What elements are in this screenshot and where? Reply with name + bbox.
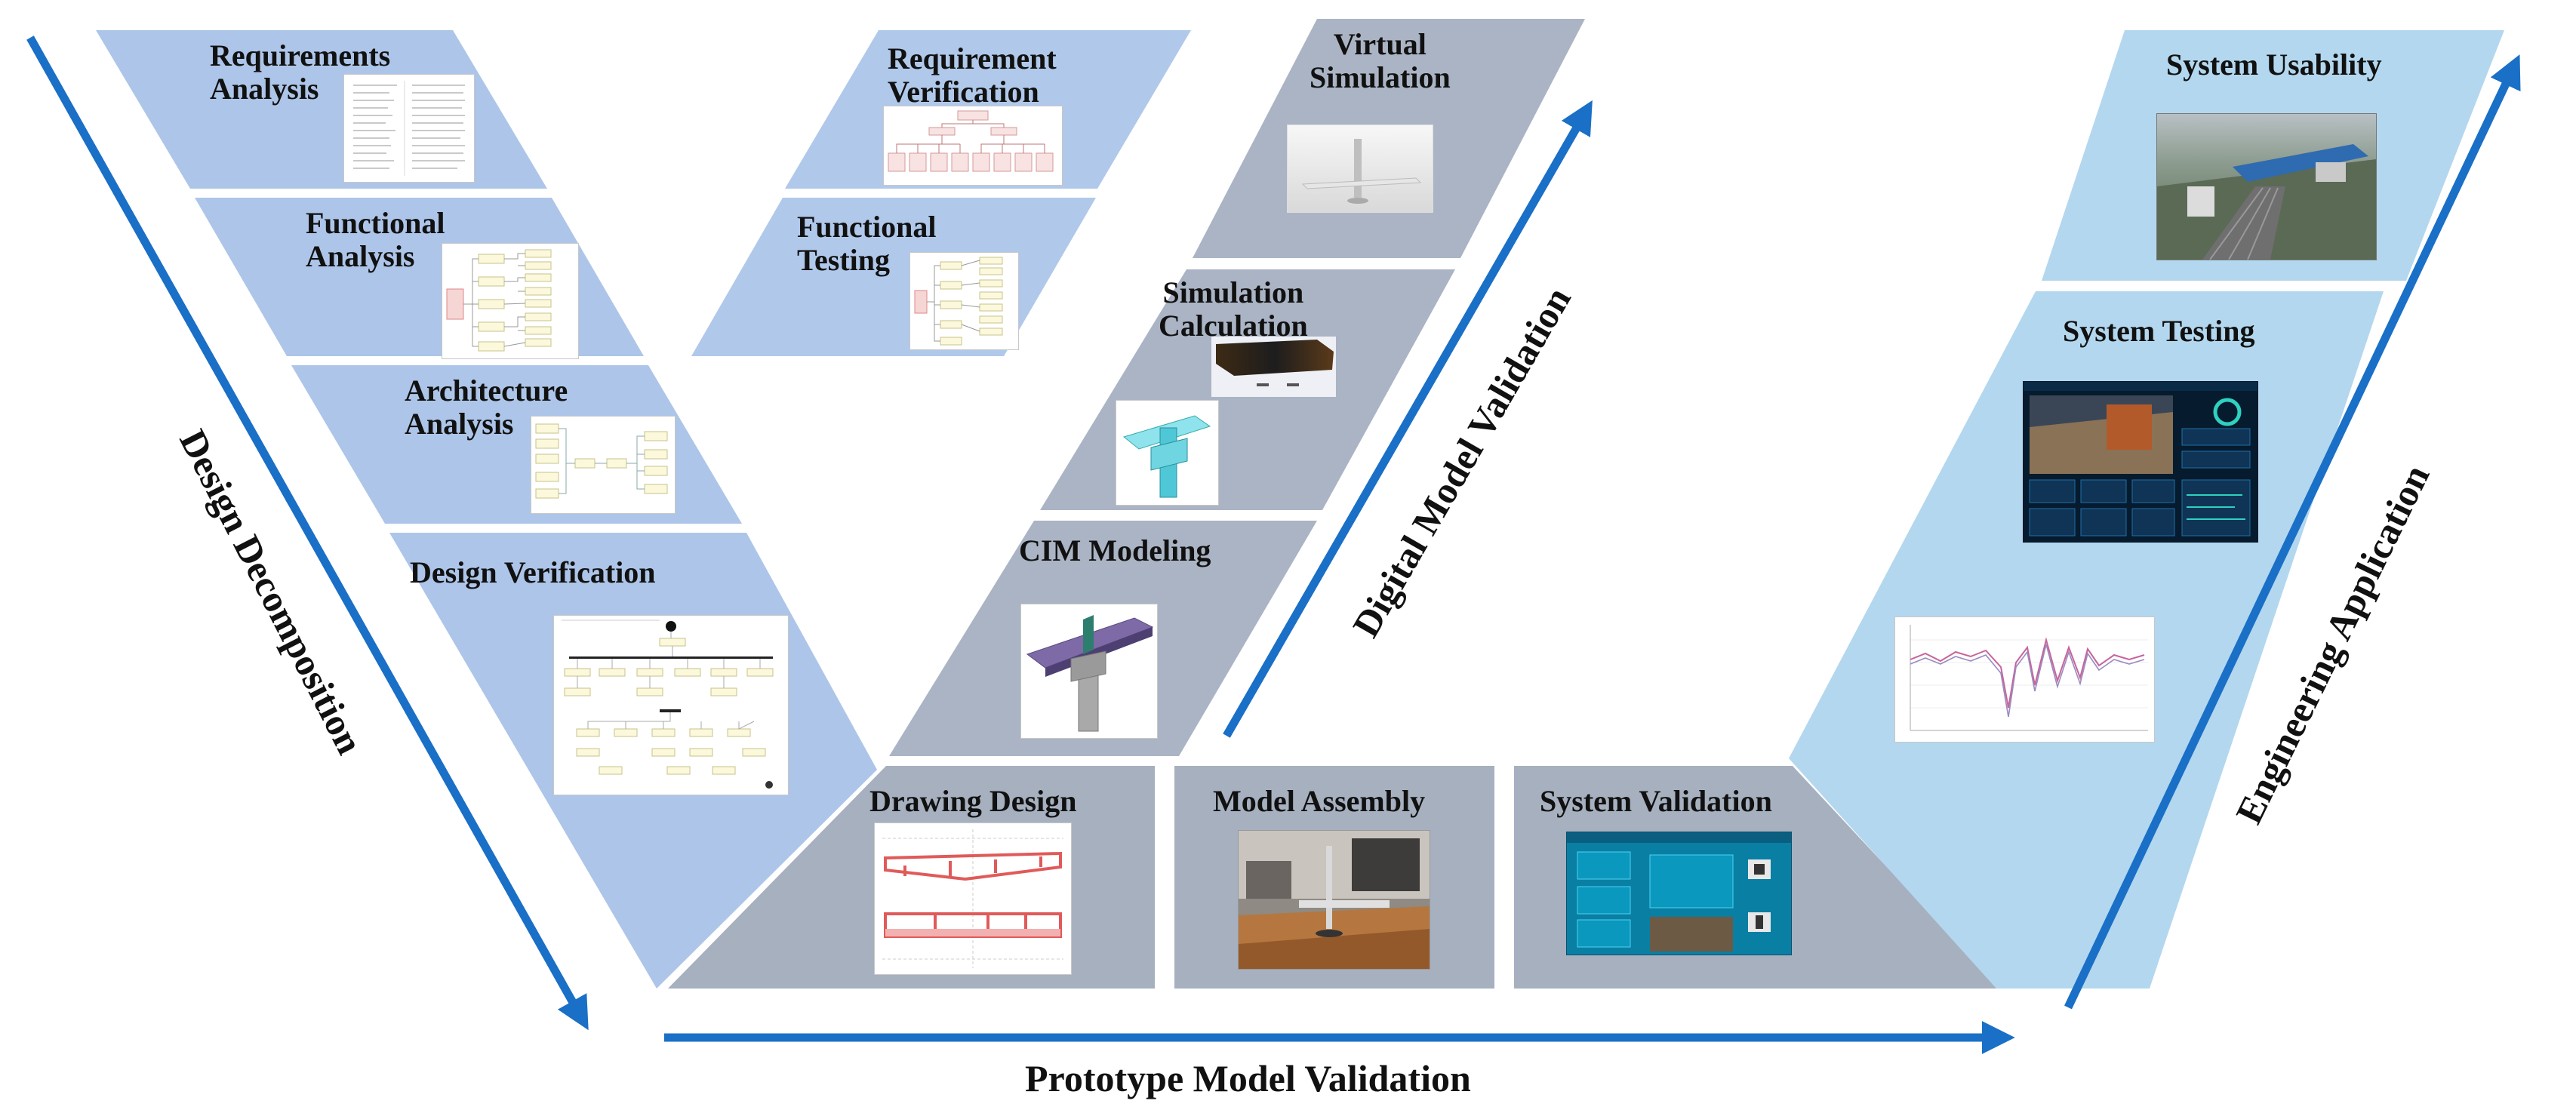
requirements-document-image	[343, 74, 475, 183]
design-verification-title: Design Verification	[410, 555, 656, 589]
model-assembly-title: Model Assembly	[1213, 784, 1426, 818]
cim-modeling-title: CIM Modeling	[1019, 533, 1211, 567]
system-testing-title: System Testing	[2063, 314, 2255, 348]
system-testing-curve-image	[1894, 616, 2155, 743]
requirement-verification-title: Requirement Verification	[888, 42, 1057, 109]
virtual-simulation-render-image	[1287, 125, 1433, 213]
architecture-analysis-title: Architecture Analysis	[405, 374, 568, 441]
simulation-pier-model-image	[1116, 400, 1219, 506]
requirements-analysis-title: Requirements Analysis	[210, 38, 391, 106]
simulation-contour-image	[1211, 337, 1336, 397]
prototype-model-validation-label: Prototype Model Validation	[1025, 1057, 1471, 1099]
system-validation-screen-image	[1566, 832, 1792, 955]
requirement-tree-image	[883, 106, 1063, 186]
system-testing-dashboard-image	[2023, 381, 2258, 543]
functional-testing-tree-image	[909, 252, 1019, 350]
model-assembly-photo	[1238, 830, 1430, 970]
system-usability-title: System Usability	[2166, 48, 2382, 81]
system-validation-title: System Validation	[1540, 784, 1772, 818]
drawing-design-title: Drawing Design	[869, 784, 1077, 818]
drawing-design-blueprint-image	[874, 823, 1072, 975]
virtual-simulation-title: Virtual Simulation	[1310, 27, 1451, 94]
functional-tree-image	[442, 243, 579, 359]
functional-testing-title: Functional Testing	[797, 210, 937, 277]
design-decomposition-arrow	[26, 35, 589, 1031]
cim-model-image	[1020, 604, 1158, 739]
system-usability-aerial-photo	[2156, 113, 2377, 260]
design-activity-diagram-image	[553, 615, 789, 795]
simulation-calculation-title: Simulation Calculation	[1159, 275, 1308, 343]
engineering-application-arrow	[2064, 54, 2521, 1010]
architecture-diagram-image	[531, 416, 676, 514]
functional-analysis-title: Functional Analysis	[306, 206, 445, 273]
digital-model-validation-arrow	[1223, 100, 1593, 738]
